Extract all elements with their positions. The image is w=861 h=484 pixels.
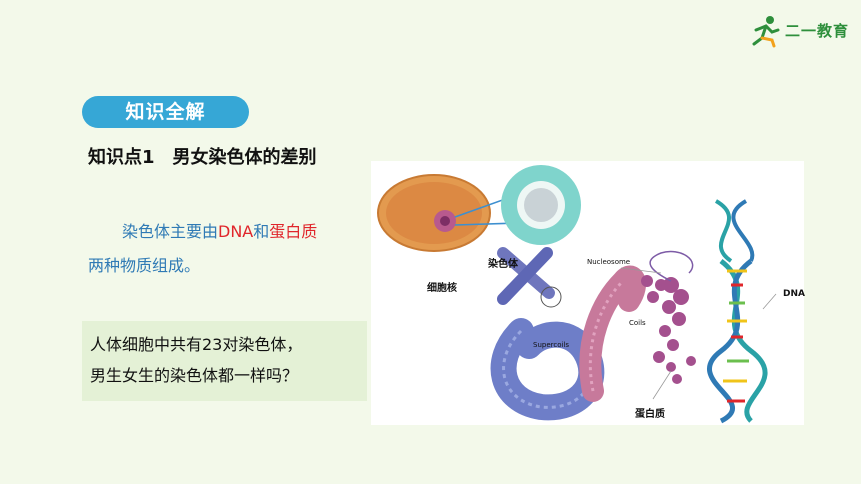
coils-illustration	[579, 265, 646, 402]
label-dna: DNA	[783, 289, 805, 299]
knowledge-point-title: 知识点1 男女染色体的差别	[88, 147, 317, 168]
dna-highlight: DNA	[218, 222, 254, 241]
chromosome-diagram: 细胞核 染色体 Nucleosome DNA Coils Supercoils …	[371, 161, 805, 425]
nucleosome-beads	[641, 275, 696, 384]
label-nucleosome: Nucleosome	[587, 258, 631, 266]
label-coils: Coils	[629, 319, 646, 327]
section-badge: 知识全解	[82, 96, 249, 128]
label-protein: 蛋白质	[635, 409, 665, 420]
question-box: 人体细胞中共有23对染色体， 男生女生的染色体都一样吗？	[82, 321, 367, 401]
runner-icon	[752, 16, 780, 48]
question-line-1: 人体细胞中共有23对染色体，	[90, 335, 303, 354]
body-suffix: 两种物质组成。	[88, 256, 201, 275]
label-nucleus: 细胞核	[427, 283, 457, 294]
body-prefix: 染色体主要由	[122, 222, 219, 241]
label-chromosome: 染色体	[488, 259, 518, 270]
brand-text: 二一教育	[785, 22, 850, 40]
chromosome-illustration	[377, 165, 777, 424]
body-and: 和	[253, 222, 270, 241]
body-paragraph: 染色体主要由DNA和蛋白质 两种物质组成。	[88, 215, 363, 283]
dna-helix	[706, 199, 768, 424]
question-line-2: 男生女生的染色体都一样吗？	[90, 366, 299, 385]
protein-highlight: 蛋白质	[269, 222, 318, 241]
brand-logo	[748, 14, 848, 48]
label-supercoils: Supercoils	[533, 341, 570, 349]
